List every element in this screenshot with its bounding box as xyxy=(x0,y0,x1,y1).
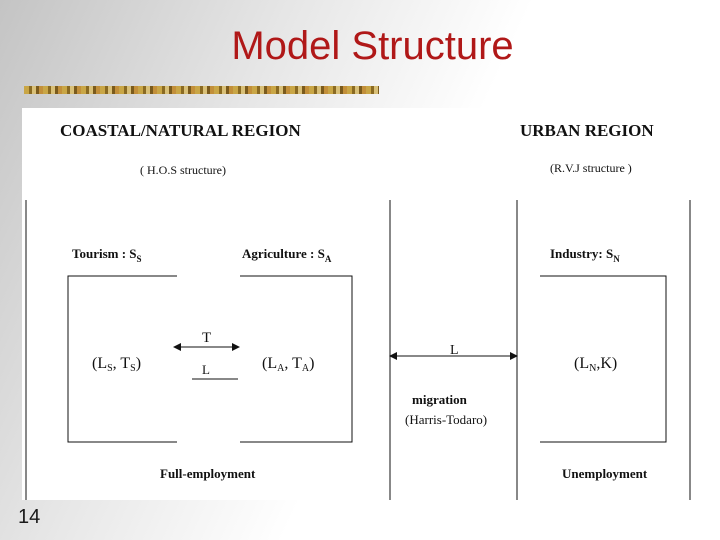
industry-sector-label: Industry: SN xyxy=(550,246,620,264)
diagram-canvas: COASTAL/NATURAL REGION ( H.O.S structure… xyxy=(22,108,696,500)
migration-title: migration xyxy=(412,392,468,407)
coastal-region-title: COASTAL/NATURAL REGION xyxy=(60,121,301,140)
slide-title: Model Structure xyxy=(0,24,720,69)
decorative-bar xyxy=(24,86,379,94)
agriculture-vars: (LA, TA) xyxy=(262,355,314,374)
tourism-vars: (LS, TS) xyxy=(92,355,141,374)
industry-vars: (LN,K) xyxy=(574,355,617,374)
model-diagram: COASTAL/NATURAL REGION ( H.O.S structure… xyxy=(22,108,696,500)
coastal-region-subtitle: ( H.O.S structure) xyxy=(140,163,226,177)
agriculture-sector-label: Agriculture : SA xyxy=(242,246,332,264)
urban-outcome: Unemployment xyxy=(562,466,648,481)
urban-region-subtitle: (R.V.J structure ) xyxy=(550,161,632,175)
slide-number: 14 xyxy=(18,506,40,529)
coastal-flow-bottom-label: L xyxy=(202,362,210,377)
urban-region-title: URBAN REGION xyxy=(520,121,654,140)
coastal-flow-top-label: T xyxy=(202,330,211,346)
tourism-sector-label: Tourism : SS xyxy=(72,246,142,264)
migration-subtitle: (Harris-Todaro) xyxy=(405,412,487,427)
coastal-outcome: Full-employment xyxy=(160,466,256,481)
